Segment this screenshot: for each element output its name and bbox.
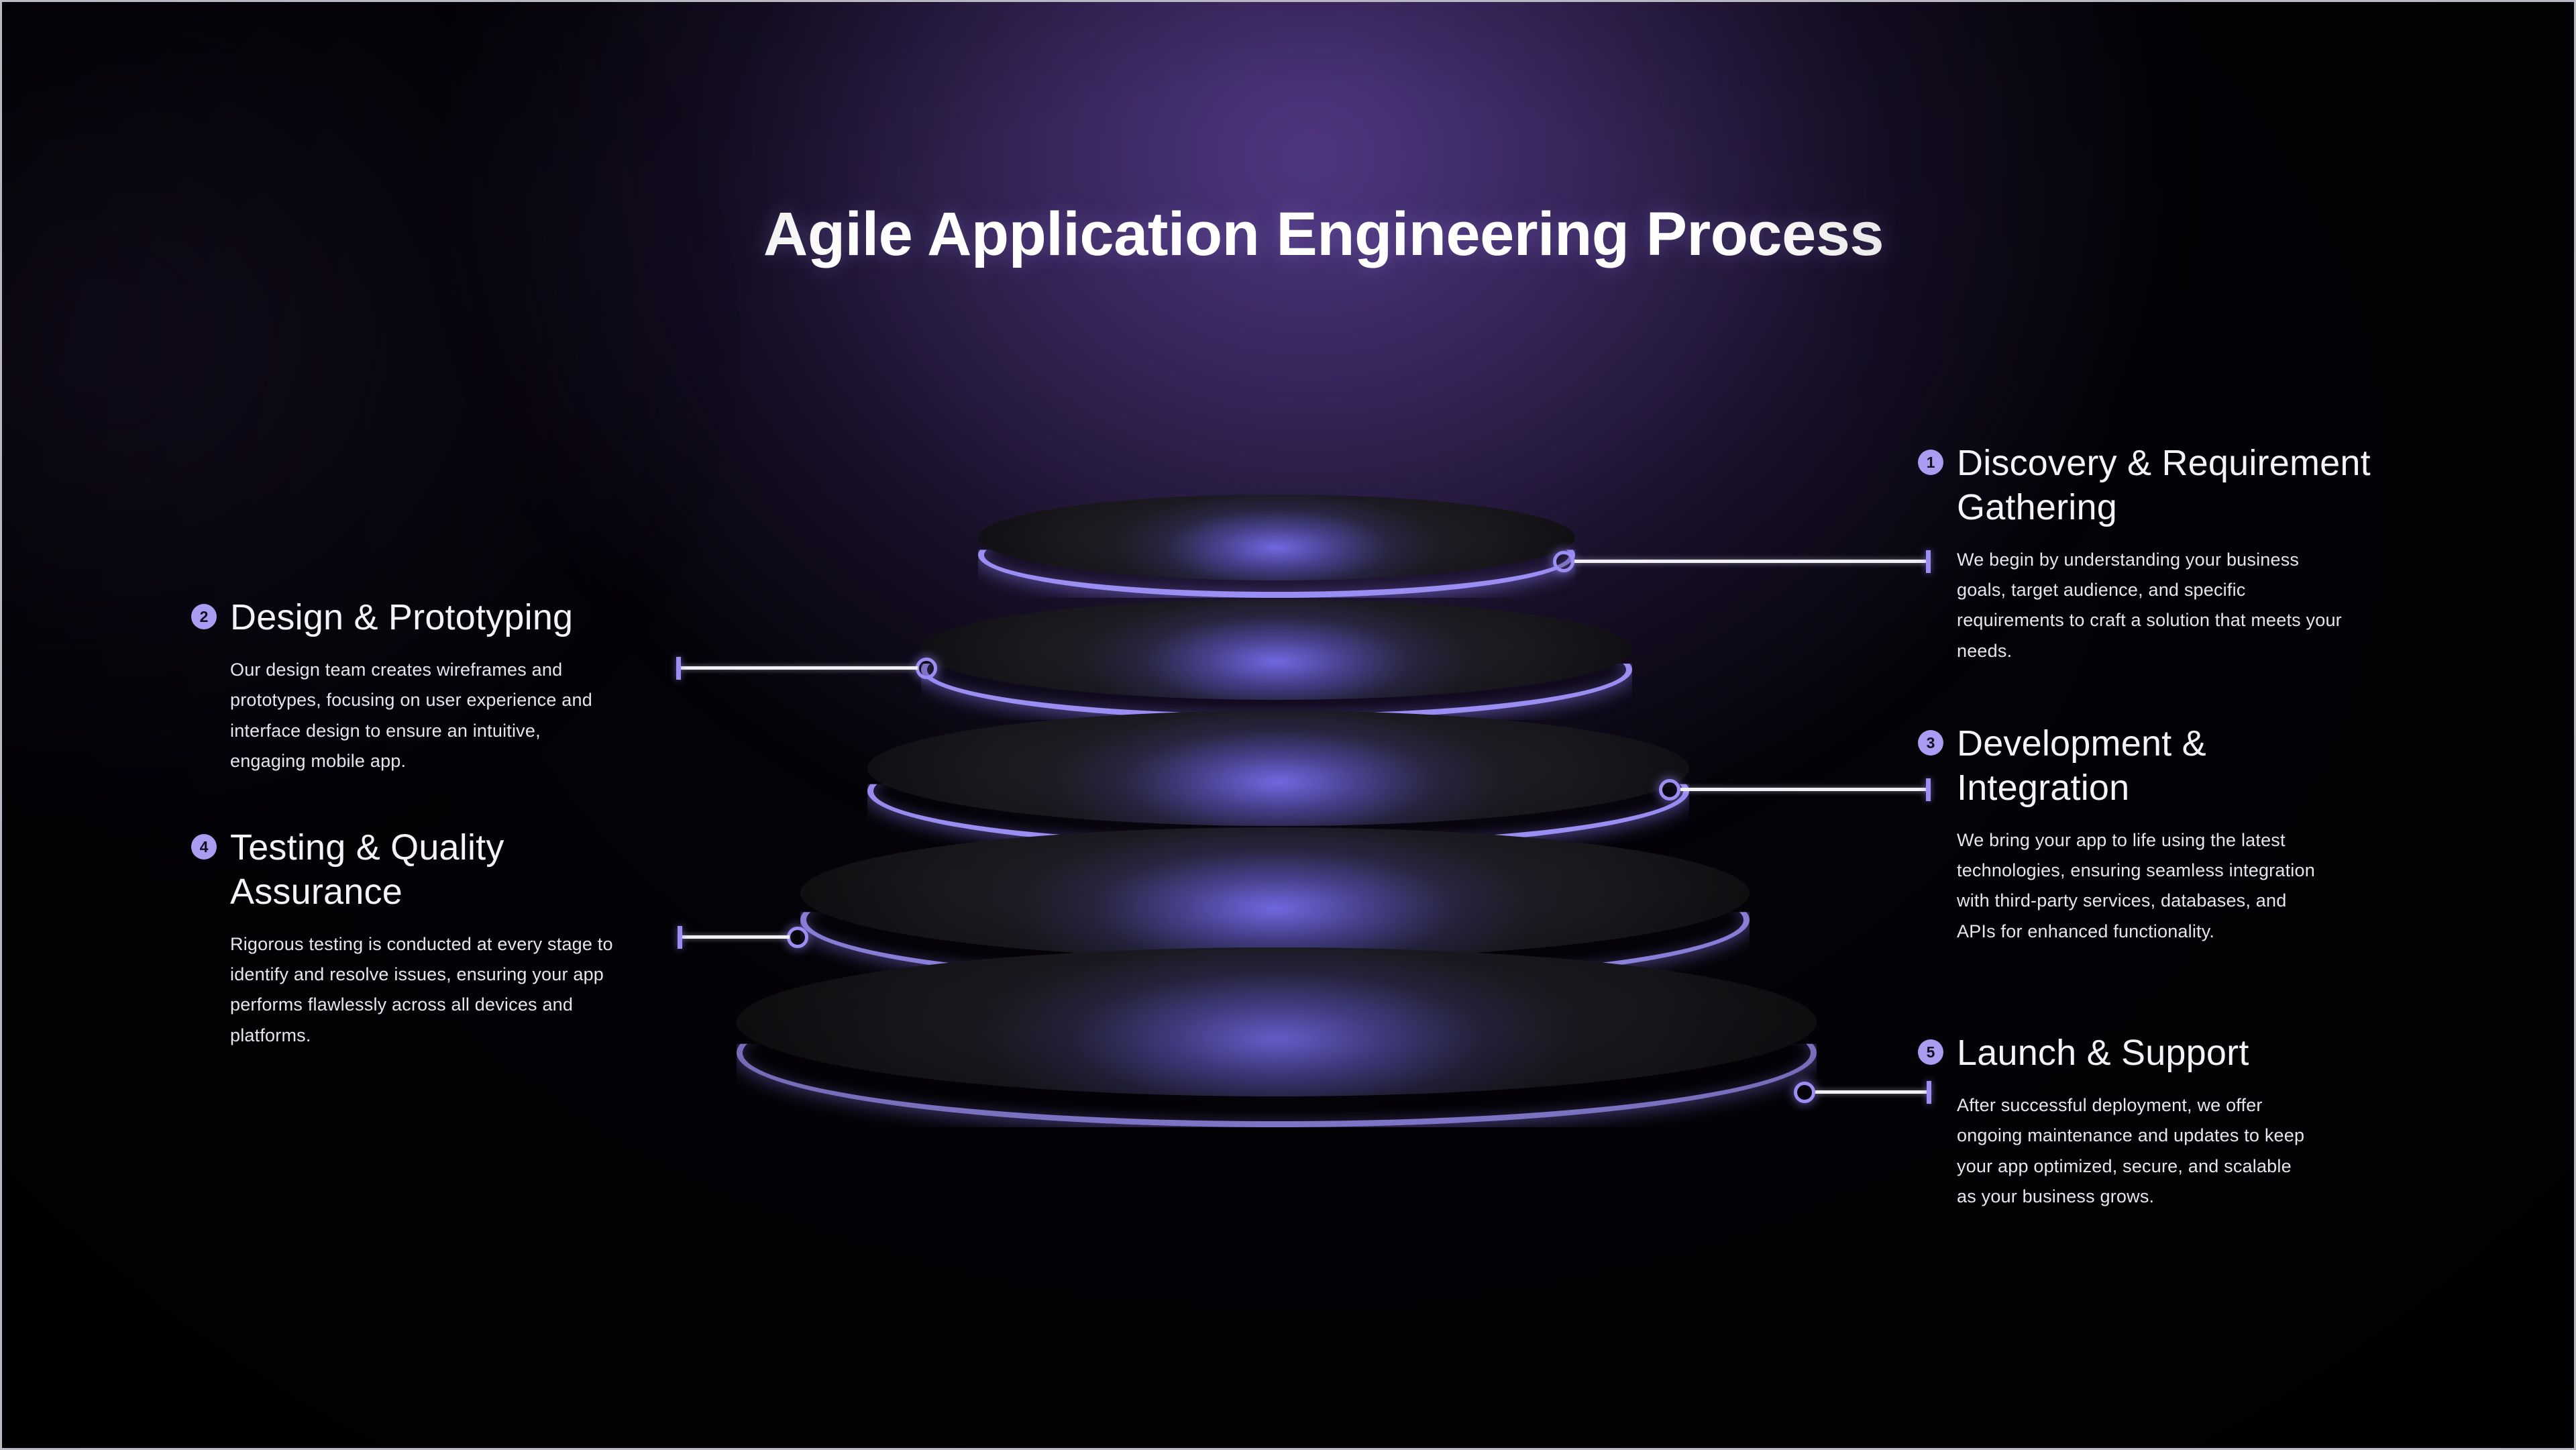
step-5-header: 5 Launch & Support <box>1918 1031 2387 1076</box>
connector-line-3 <box>1680 788 1929 791</box>
step-3-title: Development & Integration <box>1957 723 2206 808</box>
connector-cap-3 <box>1926 778 1931 801</box>
step-1-header: 1 Discovery & Requirement Gathering <box>1918 442 2387 530</box>
connector-cap-2 <box>676 657 681 680</box>
cone-layer-5-shade <box>737 947 1817 1096</box>
cone-layer-1 <box>978 495 1575 598</box>
step-1-number-badge: 1 <box>1918 450 1943 475</box>
cone-layer-2-shade <box>921 599 1632 700</box>
connector-cap-4 <box>678 926 682 949</box>
connector-node-3 <box>1659 779 1680 800</box>
connector-cap-1 <box>1926 550 1931 573</box>
cone-layer-4-shade <box>800 827 1750 959</box>
step-3-number-badge: 3 <box>1918 730 1943 756</box>
connector-line-2 <box>680 666 918 670</box>
step-1-title: Discovery & Requirement Gathering <box>1957 443 2371 527</box>
step-4-number-badge: 4 <box>191 834 217 860</box>
step-4-body: Rigorous testing is conducted at every s… <box>230 933 613 1045</box>
cone-layer-5 <box>737 947 1817 1127</box>
step-4-title: Testing & Quality Assurance <box>230 827 504 912</box>
connector-node-2 <box>916 658 937 679</box>
step-block-4[interactable]: 4 Testing & Quality Assurance Rigorous t… <box>191 826 621 1051</box>
connector-node-4 <box>787 927 808 948</box>
connector-line-5 <box>1815 1090 1929 1094</box>
connector-node-1 <box>1553 551 1574 572</box>
cone-layer-2 <box>921 599 1632 720</box>
connector-cap-5 <box>1927 1081 1931 1104</box>
cone-layer-1-shade <box>978 495 1575 580</box>
connector-line-1 <box>1574 560 1929 563</box>
step-block-2[interactable]: 2 Design & Prototyping Our design team c… <box>191 596 607 776</box>
step-2-number-badge: 2 <box>191 604 217 629</box>
step-3-header: 3 Development & Integration <box>1918 722 2387 811</box>
step-2-title: Design & Prototyping <box>230 597 574 637</box>
step-2-header: 2 Design & Prototyping <box>191 596 607 640</box>
step-4-header: 4 Testing & Quality Assurance <box>191 826 621 915</box>
step-block-1[interactable]: 1 Discovery & Requirement Gathering We b… <box>1918 442 2387 666</box>
connector-node-5 <box>1794 1082 1815 1103</box>
step-5-body: After successful deployment, we offer on… <box>1957 1094 2305 1206</box>
cone-layer-3-shade <box>867 711 1689 826</box>
step-5-title: Launch & Support <box>1957 1033 2249 1073</box>
step-block-5[interactable]: 5 Launch & Support After successful depl… <box>1918 1031 2387 1212</box>
step-block-3[interactable]: 3 Development & Integration We bring you… <box>1918 722 2387 947</box>
step-5-number-badge: 5 <box>1918 1039 1943 1065</box>
step-1-body: We begin by understanding your business … <box>1957 549 2342 661</box>
step-3-body: We bring your app to life using the late… <box>1957 829 2315 941</box>
connector-line-4 <box>681 935 790 939</box>
step-2-body: Our design team creates wireframes and p… <box>230 659 592 771</box>
